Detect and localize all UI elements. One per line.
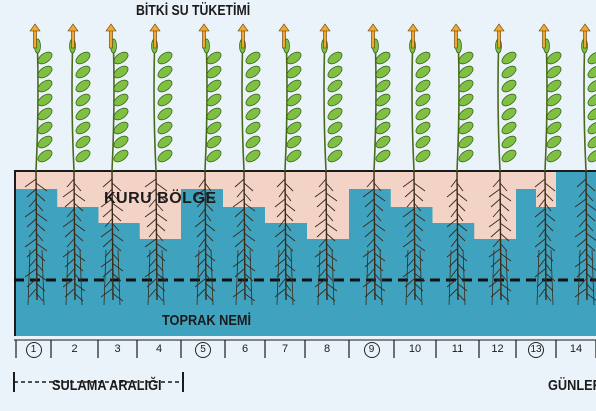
plant xyxy=(582,39,596,171)
plant xyxy=(204,39,224,171)
plant xyxy=(240,39,263,171)
plant xyxy=(410,39,433,171)
day-number: 2 xyxy=(65,343,85,355)
dry-zone-label: KURU BÖLGE xyxy=(104,190,217,208)
plant xyxy=(373,39,393,171)
soil-moisture-label: TOPRAK NEMİ xyxy=(162,312,251,329)
plant-water-use-title: BİTKİ SU TÜKETİMİ xyxy=(136,2,250,19)
day-number: 3 xyxy=(108,343,128,355)
irrigation-day-number: 5 xyxy=(195,342,211,358)
plant xyxy=(152,39,175,171)
plant xyxy=(284,39,304,171)
day-number: 14 xyxy=(566,343,586,355)
days-label: GÜNLER xyxy=(548,377,596,394)
day-number: 7 xyxy=(275,343,295,355)
day-number: 6 xyxy=(235,343,255,355)
plant xyxy=(111,39,131,171)
day-number: 10 xyxy=(405,343,425,355)
day-number: 8 xyxy=(317,343,337,355)
plant xyxy=(456,39,476,171)
plant xyxy=(35,39,55,171)
irrigation-day-number: 1 xyxy=(26,342,42,358)
plant xyxy=(544,39,564,171)
plant xyxy=(322,39,345,171)
day-number: 12 xyxy=(488,343,508,355)
day-number: 11 xyxy=(448,343,468,355)
irrigation-day-number: 13 xyxy=(528,342,544,358)
plants-group xyxy=(35,39,596,171)
plant xyxy=(70,39,93,171)
irrigation-day-number: 9 xyxy=(364,342,380,358)
irrigation-interval-label: SULAMA ARALIĞI xyxy=(52,377,162,394)
day-number: 4 xyxy=(149,343,169,355)
plant xyxy=(496,39,519,171)
day-axis xyxy=(14,340,596,358)
